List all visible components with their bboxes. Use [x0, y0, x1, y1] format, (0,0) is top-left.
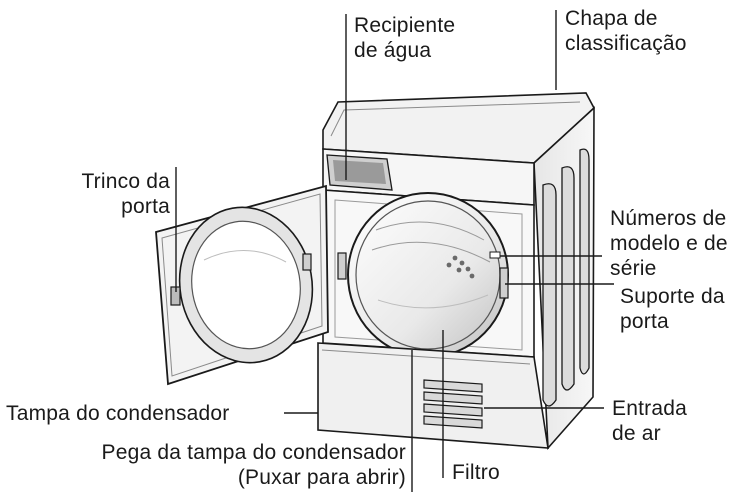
label-chapa: Chapa de classificação: [565, 7, 687, 55]
label-entrada: Entrada de ar: [612, 397, 687, 445]
label-numeros: Números de modelo e de série: [610, 207, 728, 280]
label-trinco: Trinco da porta: [81, 170, 170, 218]
label-filtro: Filtro: [452, 461, 500, 484]
label-pega: Pega da tampa do condensador (Puxar para…: [101, 441, 406, 489]
door-holder: [499, 267, 509, 299]
label-suporte: Suporte da porta: [620, 285, 725, 333]
label-tampa: Tampa do condensador: [6, 402, 230, 425]
drum-opening: [347, 192, 509, 358]
rating-plate-sticker: [489, 251, 501, 259]
label-recipiente: Recipiente de água: [354, 14, 456, 62]
air-inlet-grille: [423, 379, 483, 429]
